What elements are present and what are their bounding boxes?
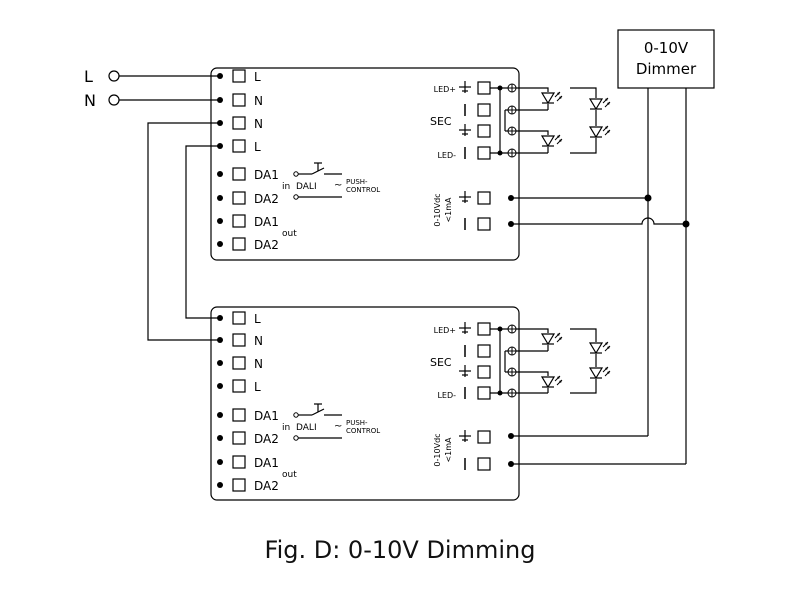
driver-bottom-led-minus: LED-	[437, 391, 456, 400]
led-diode-icon	[589, 125, 611, 138]
driver-bottom-terminal-4: L	[254, 380, 261, 394]
driver-top-terminal-1: L	[254, 70, 261, 84]
driver-top-dim-label-2: <1mA	[444, 197, 453, 223]
driver-top: L N N L DA1 DA2 DA1 DA2 in DALI out ~ PU…	[210, 67, 520, 261]
driver-top-led-minus: LED-	[437, 151, 456, 160]
driver-bottom-terminal-2: N	[254, 334, 263, 348]
driver-bottom-dali-label: DALI	[296, 423, 317, 433]
dimmer-wiring	[511, 88, 690, 465]
driver-bottom-tilde: ~	[334, 421, 342, 432]
mains-terminal-l	[108, 70, 120, 82]
driver-bottom-terminal-7: DA1	[254, 456, 279, 470]
driver-bottom-dim-label-2: <1mA	[444, 437, 453, 463]
mains-terminal-n	[108, 94, 120, 106]
driver-top-terminal-3: N	[254, 117, 263, 131]
driver-top-sec: SEC	[430, 115, 452, 128]
driver-bottom-out-label: out	[282, 470, 297, 480]
mains-wiring	[119, 75, 220, 341]
driver-bottom-push-label-1: PUSH-	[346, 419, 368, 427]
driver-bottom-in-label: in	[282, 423, 290, 433]
driver-bottom-push-label-2: CONTROL	[346, 427, 380, 435]
driver-top-push-switch	[293, 162, 342, 200]
driver-top-terminal-7: DA1	[254, 215, 279, 229]
dimmer-box: 0-10V Dimmer	[617, 29, 715, 89]
driver-bottom-housing	[210, 306, 520, 501]
led-diode-icon	[541, 91, 563, 104]
driver-bottom-terminal-6: DA2	[254, 432, 279, 446]
led-diode-icon	[541, 134, 563, 147]
driver-top-led-plus: LED+	[434, 85, 456, 94]
driver-top-push-label-1: PUSH-	[346, 178, 368, 186]
driver-top-terminal-6: DA2	[254, 192, 279, 206]
driver-bottom-sec: SEC	[430, 356, 452, 369]
led-diode-icon	[589, 97, 611, 110]
driver-bottom-terminal-1: L	[254, 312, 261, 326]
driver-top-terminal-2: N	[254, 94, 263, 108]
led-diode-icon	[589, 366, 611, 379]
driver-bottom-dim-label-1: 0-10Vdc	[433, 433, 442, 466]
led-diode-icon	[541, 375, 563, 388]
mains-label-neutral: N	[84, 91, 96, 110]
driver-bottom-push-switch	[293, 403, 342, 441]
driver-top-terminal-8: DA2	[254, 238, 279, 252]
mains-label-line: L	[84, 67, 93, 86]
driver-top-terminal-4: L	[254, 140, 261, 154]
dimmer-label-1: 0-10V	[644, 39, 689, 57]
figure-caption: Fig. D: 0-10V Dimming	[264, 536, 536, 564]
led-load-top	[516, 87, 611, 154]
driver-bottom-terminal-5: DA1	[254, 409, 279, 423]
driver-top-housing	[210, 67, 520, 261]
driver-bottom: L N N L DA1 DA2 DA1 DA2 in DALI out ~ PU…	[210, 306, 520, 501]
driver-top-dim-label-1: 0-10Vdc	[433, 193, 442, 226]
driver-top-tilde: ~	[334, 180, 342, 191]
driver-bottom-led-plus: LED+	[434, 326, 456, 335]
driver-bottom-terminal-8: DA2	[254, 479, 279, 493]
driver-bottom-terminal-3: N	[254, 357, 263, 371]
led-diode-icon	[541, 332, 563, 345]
driver-top-terminal-5: DA1	[254, 168, 279, 182]
driver-top-dali-label: DALI	[296, 182, 317, 192]
led-diode-icon	[589, 341, 611, 354]
led-load-bottom	[516, 328, 611, 394]
driver-top-out-label: out	[282, 229, 297, 239]
driver-top-push-label-2: CONTROL	[346, 186, 380, 194]
driver-top-in-label: in	[282, 182, 290, 192]
dimmer-label-2: Dimmer	[636, 60, 697, 78]
